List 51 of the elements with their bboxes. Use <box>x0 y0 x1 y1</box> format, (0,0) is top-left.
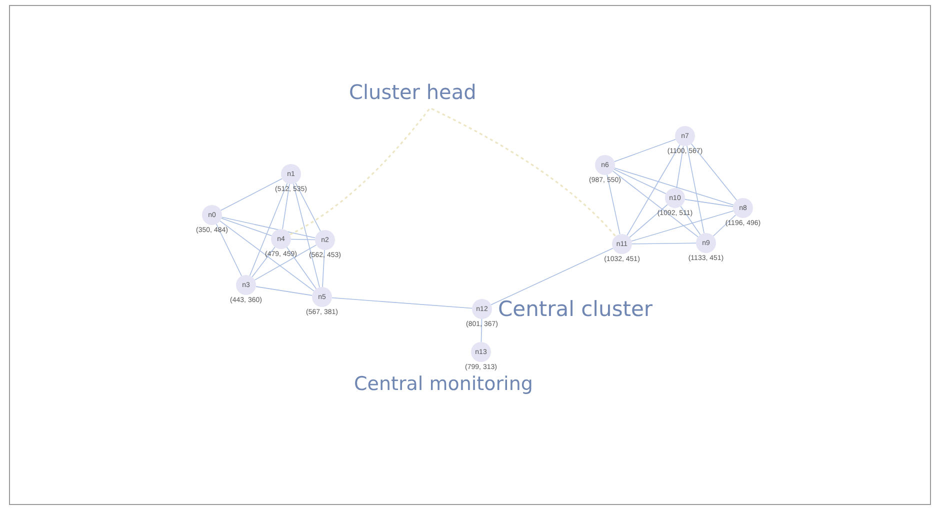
connector-line <box>254 244 317 280</box>
node-circle <box>665 188 685 208</box>
node-circle <box>236 275 256 295</box>
connector-line <box>612 170 698 238</box>
connector-line <box>290 238 316 240</box>
node-circle <box>472 299 492 319</box>
connector-line <box>676 145 684 189</box>
node-circle <box>595 155 615 175</box>
connector-line <box>220 220 314 292</box>
node-circle <box>281 164 301 184</box>
connector-line <box>626 144 680 236</box>
connector-line <box>286 246 317 290</box>
connector-line <box>480 318 482 342</box>
node-circle <box>675 126 695 146</box>
connector-line <box>332 297 472 309</box>
node-circle <box>202 205 222 225</box>
connector-line <box>712 214 736 237</box>
annotation-text: Central monitoring <box>354 373 533 395</box>
connector-line <box>631 210 734 242</box>
node-circle <box>696 233 716 253</box>
connector-line <box>255 286 313 296</box>
connector-line <box>684 199 734 207</box>
connector-line <box>221 218 272 236</box>
connector-line <box>490 248 614 306</box>
connector-line <box>629 204 668 238</box>
connector-line <box>295 182 321 232</box>
node-circle <box>315 230 335 250</box>
dashed-connector <box>290 107 616 237</box>
connector-line <box>249 182 288 276</box>
connector-line <box>252 246 276 278</box>
connector-line <box>293 183 320 288</box>
connector-line <box>686 145 704 234</box>
connector-line <box>614 139 676 162</box>
connector-line <box>690 143 738 201</box>
connector-line <box>606 174 620 235</box>
annotation-text: Cluster head <box>349 80 476 104</box>
connector-line <box>680 206 701 236</box>
connector-line <box>221 216 316 238</box>
connector-line <box>632 242 696 244</box>
connector-line <box>216 224 242 276</box>
node-circle <box>312 287 332 307</box>
node-circle <box>733 198 753 218</box>
connector-line <box>282 183 290 230</box>
node-circle <box>612 234 632 254</box>
node-circle <box>271 229 291 249</box>
node-circle <box>471 342 491 362</box>
connector-line <box>322 250 325 288</box>
connector-line <box>220 178 283 211</box>
connector-line <box>614 168 666 194</box>
connector-line <box>614 168 734 206</box>
annotation-text: Central cluster <box>498 297 653 321</box>
